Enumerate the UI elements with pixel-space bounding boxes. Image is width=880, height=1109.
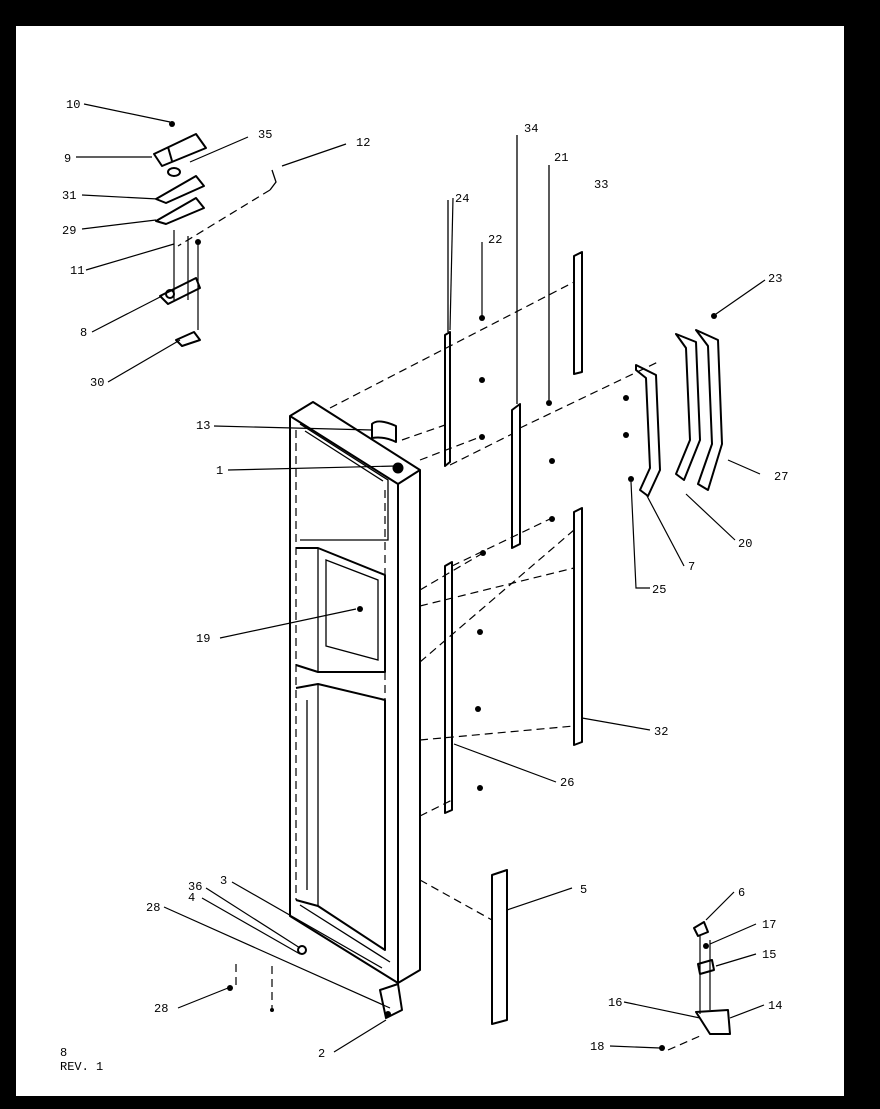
callout-23: 23	[768, 272, 782, 286]
callout-27: 27	[774, 470, 788, 484]
callout-21: 21	[554, 151, 568, 165]
callout-29: 29	[62, 224, 76, 238]
callout-6: 6	[738, 886, 745, 900]
callout-36: 36	[188, 880, 202, 894]
bottom-hinge-right	[659, 921, 731, 1051]
callout-7: 7	[688, 560, 695, 574]
callout-32: 32	[654, 725, 668, 739]
callout-12: 12	[356, 136, 370, 150]
callout-24: 24	[455, 192, 469, 206]
callout-19: 19	[196, 632, 210, 646]
callout-5: 5	[580, 883, 587, 897]
callout-30: 30	[90, 376, 104, 390]
callout-26: 26	[560, 776, 574, 790]
callout-22: 22	[488, 233, 502, 247]
callout-15: 15	[762, 948, 776, 962]
callout-28-lower: 28	[154, 1002, 168, 1016]
strip-32	[573, 507, 583, 746]
callout-28-upper: 28	[146, 901, 160, 915]
callout-3: 3	[220, 874, 227, 888]
callout-20: 20	[738, 537, 752, 551]
callout-18: 18	[590, 1040, 604, 1054]
callout-1: 1	[216, 464, 223, 478]
callout-13: 13	[196, 419, 210, 433]
screw-19	[357, 606, 363, 612]
revision-label: REV. 1	[60, 1060, 103, 1074]
callout-17: 17	[762, 918, 776, 932]
top-hinge-cap	[371, 420, 404, 474]
callout-33: 33	[594, 178, 608, 192]
leader-lines	[76, 103, 766, 1053]
screw-21	[546, 400, 552, 406]
strip-5	[491, 869, 508, 1025]
callout-14: 14	[768, 999, 782, 1013]
callout-8: 8	[80, 326, 87, 340]
diagram-sheet	[16, 26, 844, 1096]
callout-25: 25	[652, 583, 666, 597]
strip-33	[573, 251, 583, 375]
handle-brackets	[623, 313, 723, 497]
callout-16: 16	[608, 996, 622, 1010]
strip-26	[444, 550, 486, 814]
callout-10: 10	[66, 98, 80, 112]
callout-34: 34	[524, 122, 538, 136]
strip-24	[444, 200, 485, 467]
callout-4: 4	[188, 891, 195, 905]
callout-labels: 10 9 35 12 31 29 11 8 30 24 22 34 21 33 …	[62, 98, 788, 1061]
callout-2: 2	[318, 1047, 325, 1061]
callout-9: 9	[64, 152, 71, 166]
top-hinge-assembly	[153, 121, 277, 347]
door-panel	[289, 401, 421, 984]
callout-31: 31	[62, 189, 76, 203]
strip-34	[511, 135, 555, 549]
callout-35: 35	[258, 128, 272, 142]
alignment-lines	[329, 281, 659, 921]
bottom-hinge-left	[227, 945, 403, 1019]
callout-11: 11	[70, 264, 84, 278]
page-number: 8	[60, 1046, 67, 1060]
